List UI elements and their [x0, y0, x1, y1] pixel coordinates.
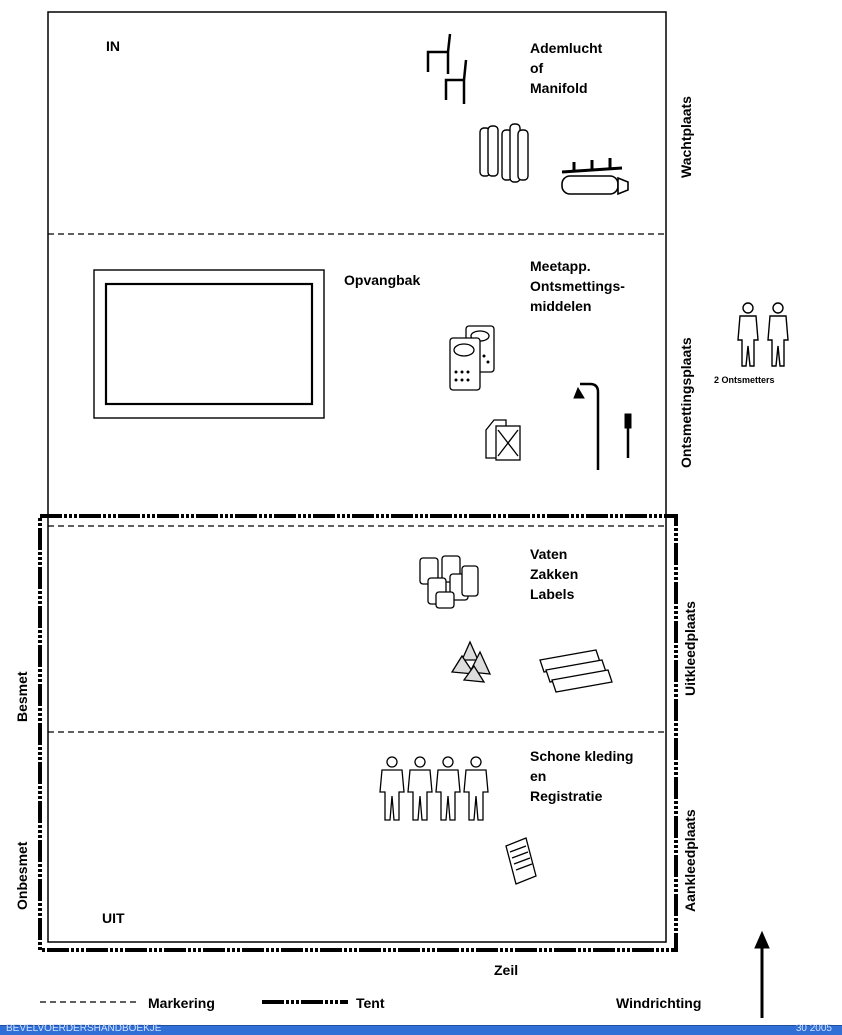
footer-bar: BEVELVOERDERSHANDBOEKJE 30 2005 — [0, 1023, 842, 1035]
shower-icon — [573, 382, 632, 470]
in-label: IN — [106, 38, 120, 54]
meetapp-label: Meetapp. Ontsmettings- middelen — [530, 256, 660, 316]
chairs-icon — [426, 33, 468, 104]
adem-line-1: Ademlucht — [530, 40, 603, 56]
person-suits-icon — [379, 756, 489, 821]
legend-markering-label: Markering — [148, 995, 215, 1011]
schone-line-3: Registratie — [530, 788, 603, 804]
uit-label: UIT — [102, 910, 125, 926]
onbesmet-label: Onbesmet — [14, 841, 30, 910]
adem-line-2: of — [530, 60, 544, 76]
ontsmetters-label: 2 Ontsmetters — [714, 375, 775, 385]
vaten-label: Vaten Zakken Labels — [530, 544, 630, 604]
manifold-icon — [561, 158, 629, 196]
clipboard-icon — [505, 837, 537, 885]
gas-cylinders-icon — [479, 123, 529, 183]
legend-tent-label: Tent — [356, 995, 385, 1011]
labels-icon — [539, 649, 613, 693]
zeil-label: Zeil — [494, 962, 519, 978]
barrels-icon — [419, 555, 479, 609]
meetapp-line-1: Meetapp. — [530, 258, 591, 274]
vaten-line-1: Vaten — [530, 546, 568, 562]
opvangbak-label: Opvangbak — [344, 272, 421, 288]
ontsmettingsplaats-label: Ontsmettingsplaats — [678, 337, 694, 468]
bags-icon — [450, 640, 492, 683]
tray-icon — [93, 269, 325, 419]
windrichting-label: Windrichting — [616, 995, 702, 1011]
jerrycan-icon — [485, 419, 521, 461]
wind-arrow-icon — [754, 930, 770, 1018]
schone-label: Schone kleding en Registratie — [530, 746, 666, 806]
footer-right-text: 30 2005 — [795, 1023, 832, 1034]
decontaminators-icon — [737, 302, 789, 367]
meter-devices-icon — [449, 325, 495, 391]
decon-area-outline — [47, 11, 667, 943]
uitkleedplaats-label: Uitkleedplaats — [682, 601, 698, 696]
wachtplaats-label: Wachtplaats — [678, 96, 694, 178]
adem-line-3: Manifold — [530, 80, 588, 96]
meetapp-line-3: middelen — [530, 298, 592, 314]
meetapp-line-2: Ontsmettings- — [530, 278, 625, 294]
vaten-line-2: Zakken — [530, 566, 579, 582]
aankleedplaats-label: Aankleedplaats — [682, 809, 698, 912]
vaten-line-3: Labels — [530, 586, 575, 602]
schone-line-2: en — [530, 768, 547, 784]
footer-left-text: BEVELVOERDERSHANDBOEKJE — [6, 1023, 162, 1034]
adem-label: Ademlucht of Manifold — [530, 38, 650, 98]
besmet-label: Besmet — [14, 671, 30, 722]
tent-outline — [38, 514, 678, 952]
schone-line-1: Schone kleding — [530, 748, 634, 764]
